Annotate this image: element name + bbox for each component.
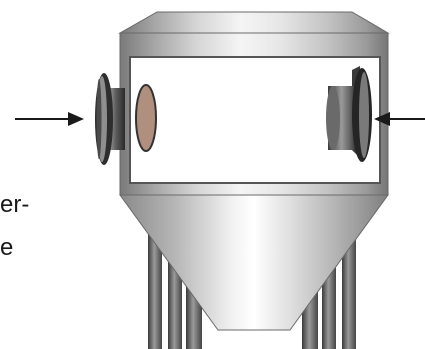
- left-inlet-nozzle: [95, 73, 125, 165]
- caption-fragment-2: e: [0, 234, 14, 261]
- support-leg-left-outer: [148, 232, 162, 349]
- right-inlet-nozzle: [326, 66, 372, 162]
- vessel-top-cap: [118, 11, 390, 34]
- vessel-cone: [119, 194, 389, 331]
- left-flow-arrow: [15, 112, 84, 126]
- rotor-disc: [135, 84, 157, 152]
- right-flow-arrow: [374, 112, 425, 126]
- caption-fragment-1: er-: [0, 191, 30, 218]
- support-leg-right-outer: [342, 232, 356, 349]
